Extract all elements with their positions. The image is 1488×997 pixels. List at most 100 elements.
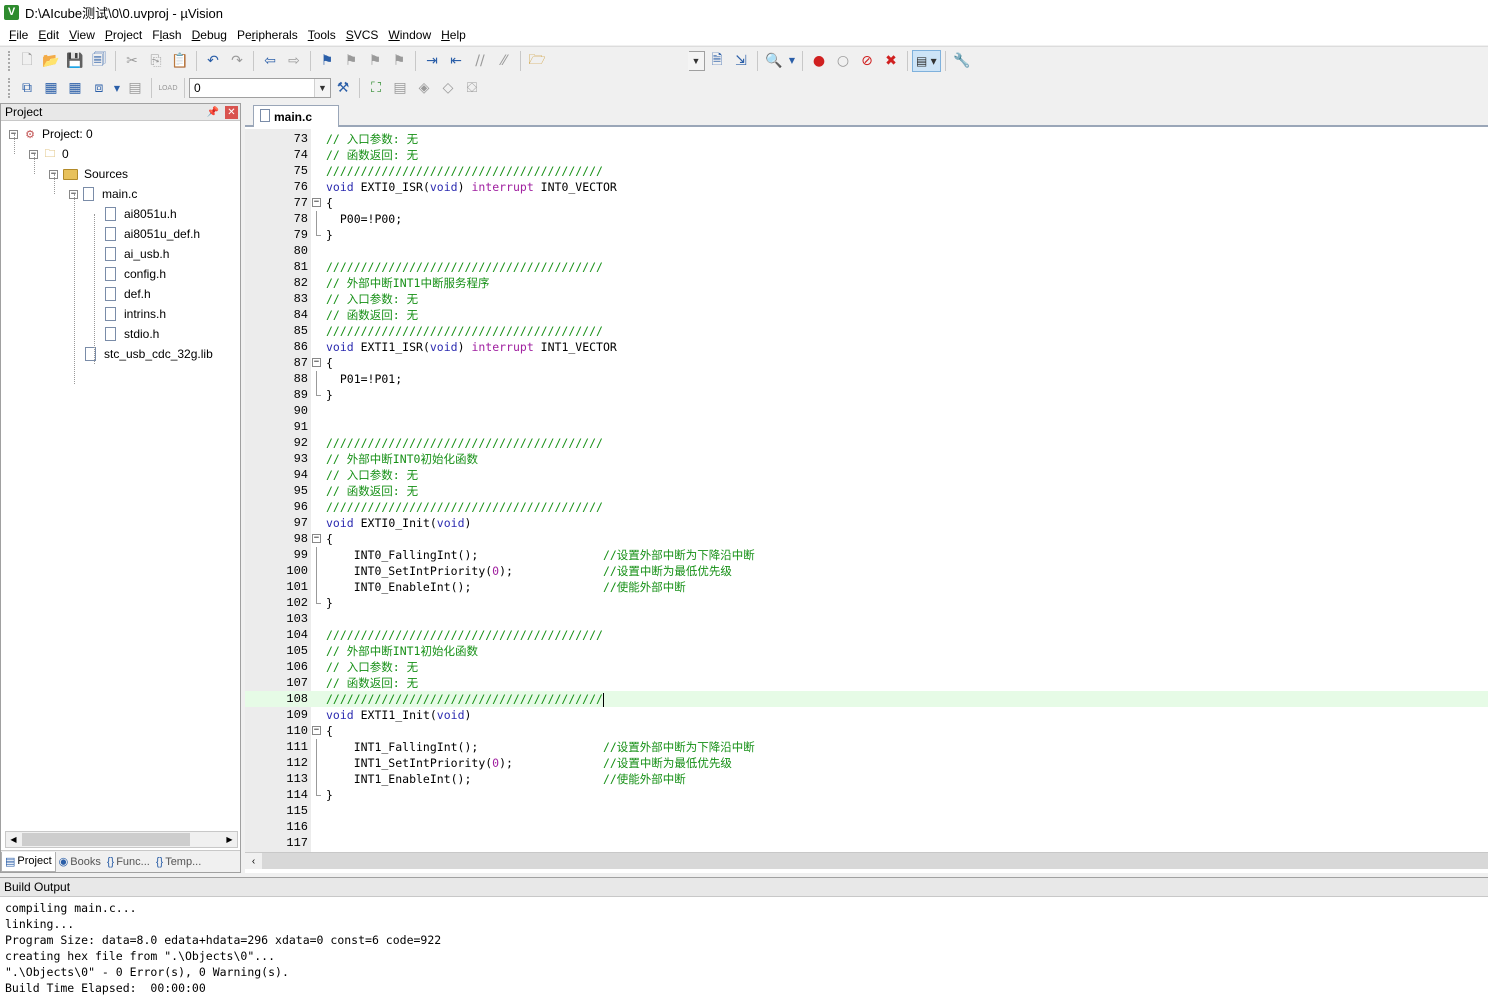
collapse-toggle-icon[interactable]: −	[69, 188, 78, 199]
insert-breakpoint-icon[interactable]: ●	[812, 52, 826, 69]
collapse-toggle-icon[interactable]: −	[49, 168, 58, 179]
tree-item-file[interactable]: stc_usb_cdc_32g.lib	[85, 344, 213, 364]
menu-help[interactable]: Help	[441, 27, 466, 42]
close-icon[interactable]: ✕	[225, 105, 238, 119]
navigate-forward-icon[interactable]: ⇨	[288, 52, 300, 69]
tree-item-file[interactable]: def.h	[105, 284, 151, 304]
build-output-line: compiling main.c...	[5, 901, 137, 915]
tree-item-file[interactable]: config.h	[105, 264, 166, 284]
menu-window[interactable]: Window	[388, 27, 432, 42]
kill-all-breakpoints-icon[interactable]: ✖	[885, 52, 897, 69]
collapse-toggle-icon[interactable]: −	[9, 128, 18, 139]
rebuild-icon[interactable]: ▦	[68, 80, 82, 96]
tree-item-file[interactable]: −main.c	[69, 184, 137, 204]
fold-toggle-icon[interactable]: −	[312, 533, 321, 543]
manage-rte-icon[interactable]: ◈	[418, 80, 430, 96]
panel-tab-temp[interactable]: {}Temp...	[153, 852, 204, 872]
scrollbar-thumb[interactable]	[22, 833, 190, 846]
download-load-icon[interactable]: LOAD	[158, 84, 178, 92]
panel-tab-func[interactable]: {}Func...	[104, 852, 153, 872]
batch-build-icon[interactable]: ⧈	[94, 80, 104, 96]
code-line: 114}	[245, 787, 1488, 803]
target-options-icon[interactable]: ⚒	[336, 80, 350, 96]
menu-svcs[interactable]: SVCS	[345, 27, 379, 42]
tree-item-folder[interactable]: −Sources	[49, 164, 128, 184]
menu-view[interactable]: View	[69, 27, 95, 42]
comment-selection-icon[interactable]: //	[475, 52, 485, 69]
window-layout-button[interactable]: ▤ ▾	[912, 49, 941, 72]
tree-item-file[interactable]: ai8051u_def.h	[105, 224, 200, 244]
scroll-left-icon[interactable]: ‹	[245, 853, 262, 869]
menu-edit[interactable]: Edit	[38, 27, 60, 42]
pin-icon[interactable]: 📌	[206, 106, 219, 118]
navigate-back-icon[interactable]: ⇦	[264, 52, 276, 69]
toolbar-grip[interactable]	[8, 50, 11, 71]
menu-debug[interactable]: Debug	[191, 27, 227, 42]
toolbar-grip[interactable]	[8, 78, 11, 98]
panel-tab-books[interactable]: ◉Books	[56, 852, 104, 872]
tree-item-file[interactable]: ai8051u.h	[105, 204, 177, 224]
build-output-line: linking...	[5, 917, 75, 931]
bookmark-previous-icon[interactable]: ⚑	[344, 52, 358, 69]
enable-breakpoint-icon[interactable]: ○	[836, 52, 850, 69]
file-extensions-icon[interactable]: ▤	[393, 80, 407, 96]
tree-item-target[interactable]: −🗀0	[29, 144, 69, 164]
copy-icon[interactable]: ⎘	[150, 52, 162, 69]
editor-horizontal-scrollbar[interactable]: ‹	[245, 852, 1488, 869]
save-icon[interactable]: 💾	[66, 52, 84, 69]
configure-wrench-icon[interactable]: 🔧	[952, 52, 971, 69]
stop-build-icon[interactable]: ▤	[128, 80, 142, 96]
menu-tools[interactable]: Tools	[307, 27, 336, 42]
fold-toggle-icon[interactable]: −	[312, 197, 321, 207]
find-icon[interactable]: 🗎	[711, 51, 723, 68]
project-horizontal-scrollbar[interactable]: ◀ ▶	[5, 831, 238, 848]
code-token: // 入口参数: 无	[326, 132, 419, 146]
scroll-right-icon[interactable]: ▶	[222, 832, 237, 847]
select-packs-icon[interactable]: ◇	[442, 80, 454, 96]
bookmark-clear-icon[interactable]: ⚑	[392, 52, 406, 69]
tree-item-file[interactable]: ai_usb.h	[105, 244, 169, 264]
disable-all-breakpoints-icon[interactable]: ⊘	[861, 52, 873, 69]
batch-build-dropdown-icon[interactable]: ▼	[113, 83, 121, 93]
scroll-left-icon[interactable]: ◀	[6, 832, 21, 847]
fold-toggle-icon[interactable]: −	[312, 725, 321, 735]
tree-item-file[interactable]: stdio.h	[105, 324, 159, 344]
redo-icon[interactable]: ↷	[231, 52, 243, 69]
uncomment-selection-icon[interactable]: ⁄⁄	[501, 52, 507, 69]
find-combo-dropdown[interactable]: ▼	[688, 50, 705, 71]
build-output-text[interactable]: compiling main.c...linking...Program Siz…	[0, 897, 1488, 996]
panel-tab-project[interactable]: ▤Project	[1, 851, 56, 872]
translate-icon[interactable]: ⧉	[22, 80, 32, 96]
code-line: 81//////////////////////////////////////…	[245, 259, 1488, 275]
undo-icon[interactable]: ↶	[207, 52, 219, 69]
menu-project[interactable]: Project	[104, 27, 143, 42]
code-token: INT1_VECTOR	[533, 340, 617, 354]
bookmark-toggle-icon[interactable]: ⚑	[320, 52, 334, 69]
build-icon[interactable]: ▦	[44, 80, 58, 96]
pack-installer-icon[interactable]: ⛋	[466, 80, 478, 96]
tree-item-project[interactable]: −⚙Project: 0	[9, 124, 93, 144]
cut-icon[interactable]: ✂	[126, 52, 138, 69]
menu-file[interactable]: File	[9, 27, 29, 42]
open-folder-icon[interactable]: 📂	[42, 52, 60, 69]
new-file-icon[interactable]: 🗋	[21, 51, 33, 68]
unindent-icon[interactable]: ⇤	[450, 52, 462, 69]
incremental-find-icon[interactable]: ⇲	[735, 52, 747, 69]
paste-icon[interactable]: 📋	[171, 52, 189, 69]
editor-tab-main-c[interactable]: main.c	[253, 105, 339, 127]
fold-toggle-icon[interactable]: −	[312, 357, 321, 367]
save-all-icon[interactable]: 🗐	[92, 51, 106, 68]
menu-flash[interactable]: Flash	[152, 27, 182, 42]
debug-session-icon[interactable]: 🔍	[765, 52, 783, 69]
indent-icon[interactable]: ⇥	[426, 52, 438, 69]
tree-item-file[interactable]: intrins.h	[105, 304, 166, 324]
manage-project-items-icon[interactable]: ⛶	[371, 80, 381, 96]
bookmark-next-icon[interactable]: ⚑	[368, 52, 382, 69]
debug-dropdown-icon[interactable]: ▼	[788, 56, 796, 65]
menu-peripherals[interactable]: Peripherals	[236, 27, 298, 42]
line-number: 80	[293, 244, 308, 258]
find-in-files-icon[interactable]: 🗁	[528, 51, 546, 68]
target-select[interactable]: 0 ▼	[189, 78, 331, 98]
collapse-toggle-icon[interactable]: −	[29, 148, 38, 159]
